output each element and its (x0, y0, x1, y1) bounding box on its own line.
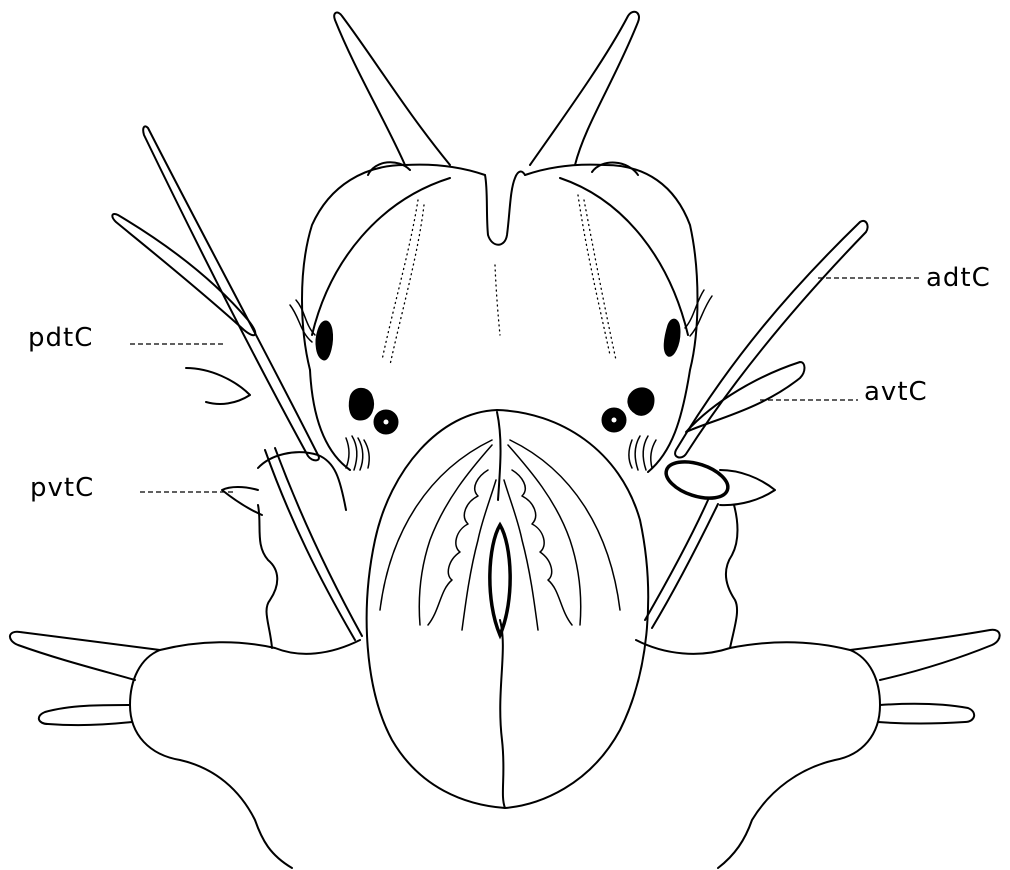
label-adtC: adtC (926, 263, 991, 293)
head-capsule (290, 162, 712, 472)
eyes (316, 319, 680, 470)
leaders (130, 278, 920, 492)
label-avtC: avtC (864, 377, 928, 407)
label-pdtC: pdtC (28, 323, 93, 353)
top-horns (334, 12, 639, 165)
mouth-shield (367, 410, 649, 808)
label-pvtC: pvtC (30, 473, 94, 503)
ring-organ (662, 455, 733, 505)
